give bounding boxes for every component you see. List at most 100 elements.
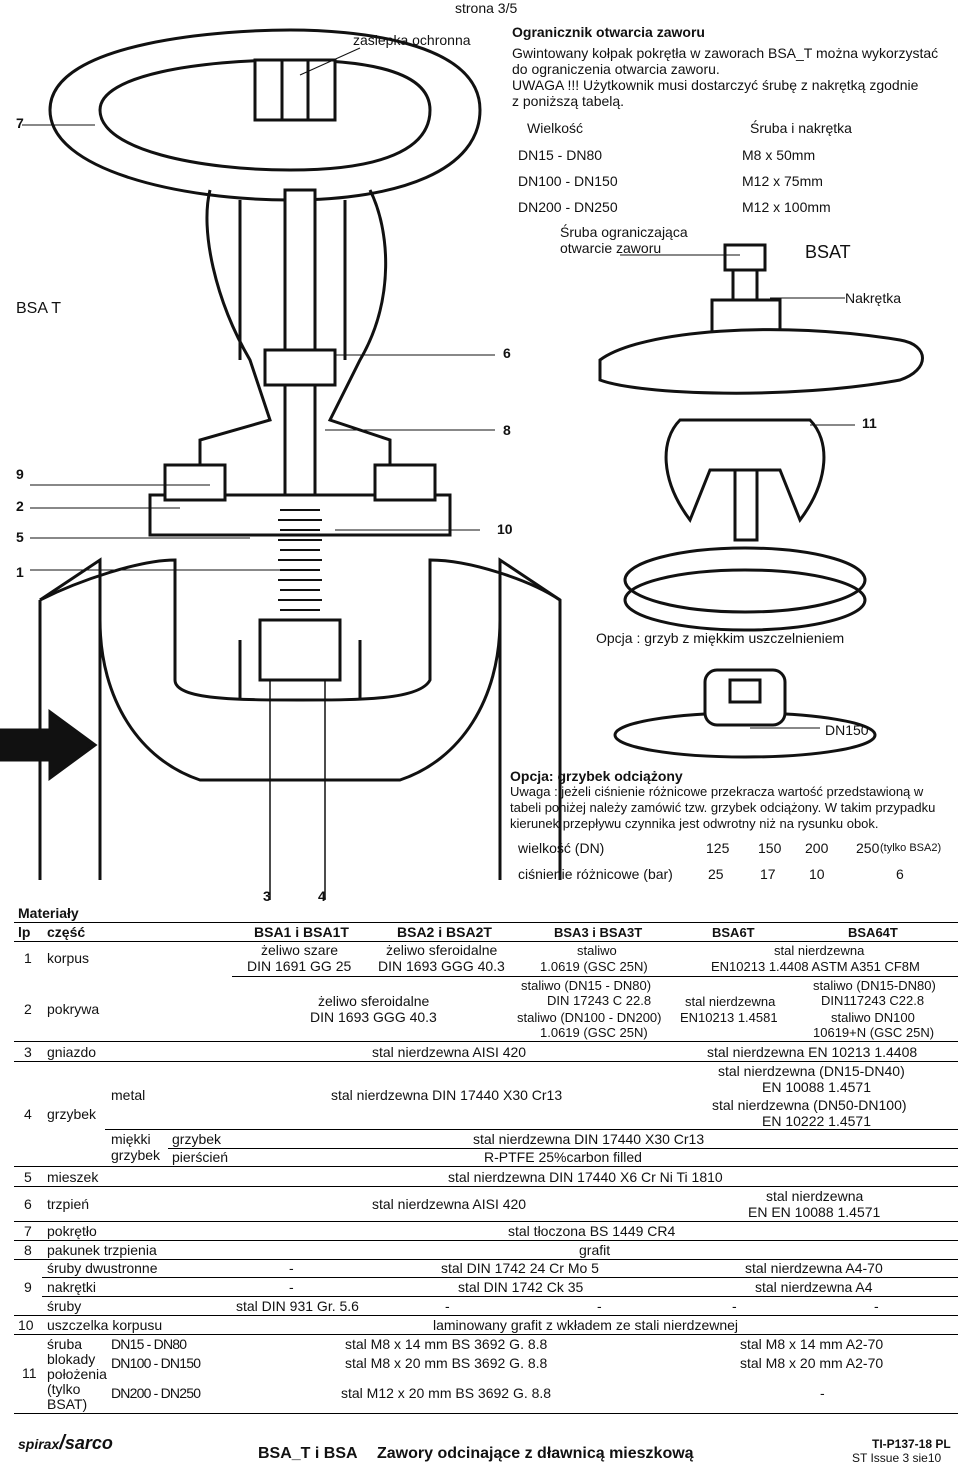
row6-b1: stal nierdzewna <box>766 1188 864 1204</box>
row1-no: 1 <box>24 950 32 966</box>
footer-issue: ST Issue 3 sie10 <box>852 1451 942 1465</box>
valve-cross-section-drawing <box>0 28 924 900</box>
row9b-part: nakrętki <box>47 1279 97 1295</box>
footer-code: BSA_T i BSA <box>258 1445 358 1462</box>
row4-sub1: grzybek <box>172 1131 222 1147</box>
row1-part: korpus <box>47 950 90 966</box>
row2-bsa3-c: staliwo (DN100 - DN200) <box>517 1010 662 1025</box>
balanced-size-label: wielkość (DN) <box>518 840 605 856</box>
row4-metal-val: stal nierdzewna DIN 17440 X30 Cr13 <box>331 1087 563 1103</box>
callout-8: 8 <box>503 422 511 438</box>
row5-val: stal nierdzewna DIN 17440 X6 Cr Ni Ti 18… <box>448 1169 723 1185</box>
row2-bsa64-a: staliwo (DN15-DN80) <box>813 978 936 993</box>
row11-size-1: DN15 - DN80 <box>111 1336 187 1352</box>
rule <box>14 1186 958 1187</box>
dn150-label: DN150 <box>825 722 869 738</box>
row7-val: stal tłoczona BS 1449 CR4 <box>508 1223 676 1239</box>
row3-part: gniazdo <box>47 1044 97 1060</box>
row4-no: 4 <box>24 1106 32 1122</box>
row9c-part: śruby <box>47 1298 82 1314</box>
limiter-size-2: DN100 - DN150 <box>518 173 618 189</box>
row2-bsa64-b: DIN117243 C22.8 <box>821 993 925 1008</box>
row1-bsa2-a: żeliwo sferoidalne <box>386 942 498 958</box>
col-bsa1: BSA1 i BSA1T <box>254 924 349 940</box>
row11-val-2: stal M8 x 20 mm BS 3692 G. 8.8 <box>345 1355 548 1371</box>
callout-5: 5 <box>16 529 24 545</box>
row4-sub2: pierścień <box>172 1149 229 1165</box>
soft-seal-option: Opcja : grzyb z miękkim uszczelnieniem <box>596 630 845 646</box>
row11-val-1b: stal M8 x 14 mm A2-70 <box>740 1336 884 1352</box>
logo-text-1: spirax <box>18 1436 60 1452</box>
row10-part: uszczelka korpusu <box>47 1317 163 1333</box>
row4-sub2-val: R-PTFE 25%carbon filled <box>484 1149 642 1165</box>
row2-bsa6-a: stal nierdzewna <box>685 994 776 1009</box>
col-bsa64: BSA64T <box>848 925 898 940</box>
row11-val-3b: - <box>820 1385 825 1401</box>
row9c-4: - <box>732 1298 737 1314</box>
table-bottom-rule <box>14 1413 958 1414</box>
limiter-screw-1: M8 x 50mm <box>742 147 816 163</box>
row4-bsa64-b: EN 10088 1.4571 <box>762 1079 871 1095</box>
row9a-part: śruby dwustronne <box>47 1260 158 1276</box>
rule <box>14 1221 958 1222</box>
balanced-size-note: (tylko BSA2) <box>880 842 942 854</box>
limiter-screw-3: M12 x 100mm <box>742 199 831 215</box>
limiter-size-1: DN15 - DN80 <box>518 147 603 163</box>
row9b-1: - <box>289 1279 294 1295</box>
rule <box>42 1296 958 1297</box>
row1-bsa64-a: stal nierdzewna <box>774 943 865 958</box>
limiter-screw-label-1: Śruba ograniczająca <box>560 224 688 240</box>
row1-bsa1-b: DIN 1691 GG 25 <box>247 958 352 974</box>
logo: spirax/sarco <box>18 1432 113 1455</box>
row7-part: pokrętło <box>47 1223 97 1239</box>
row8-no: 8 <box>24 1242 32 1258</box>
row11-no: 11 <box>22 1365 37 1381</box>
limiter-text-4: z poniższą tabelą. <box>512 93 625 109</box>
row11-part-5: BSAT) <box>47 1396 88 1412</box>
balanced-dp-1: 25 <box>708 866 724 882</box>
row10-val: laminowany grafit z wkładem ze stali nie… <box>433 1317 739 1333</box>
balanced-dp-label: ciśnienie różnicowe (bar) <box>518 866 673 882</box>
row4-bsa64-a: stal nierdzewna (DN15-DN40) <box>718 1063 905 1079</box>
row11-size-3: DN200 - DN250 <box>111 1385 201 1401</box>
row11-part-1: śruba <box>47 1336 83 1352</box>
row9b-3: stal nierdzewna A4 <box>755 1279 873 1295</box>
row8-val: grafit <box>579 1242 611 1258</box>
row4-bsa64-d: EN 10222 1.4571 <box>762 1113 871 1129</box>
row9c-1: stal DIN 931 Gr. 5.6 <box>236 1298 359 1314</box>
callout-1: 1 <box>16 564 24 580</box>
logo-slash: / <box>59 1432 65 1454</box>
limiter-col-size: Wielkość <box>527 120 584 136</box>
rule <box>105 1129 958 1130</box>
limiter-title: Ogranicznik otwarcia zaworu <box>512 24 705 40</box>
rule <box>14 1061 958 1062</box>
row3-no: 3 <box>24 1044 32 1060</box>
row9c-5: - <box>874 1298 879 1314</box>
rule <box>14 1259 958 1260</box>
row2-no: 2 <box>24 1001 32 1017</box>
row4-soft-b: grzybek <box>111 1147 161 1163</box>
balanced-size-3: 200 <box>805 840 829 856</box>
footer-title: Zawory odcinające z dławnicą mieszkową <box>377 1445 694 1462</box>
row9-no: 9 <box>24 1279 32 1295</box>
materials-title: Materiały <box>18 905 79 921</box>
row5-no: 5 <box>24 1169 32 1185</box>
col-bsa6: BSA6T <box>712 925 755 940</box>
row2-bsa6-b: EN10213 1.4581 <box>680 1010 778 1025</box>
balanced-text-3: kierunek przepływu czynnika jest odwrotn… <box>510 816 879 831</box>
rule <box>14 1041 958 1042</box>
callout-bsat-left: BSA T <box>16 300 62 317</box>
logo-text-2: sarco <box>64 1433 113 1453</box>
row6-b2: EN EN 10088 1.4571 <box>748 1204 881 1220</box>
row11-val-1: stal M8 x 14 mm BS 3692 G. 8.8 <box>345 1336 548 1352</box>
balanced-size-2: 150 <box>758 840 782 856</box>
balanced-dp-4: 6 <box>896 866 904 882</box>
row1-bsa3-a: staliwo <box>577 943 617 958</box>
limiter-screw-2: M12 x 75mm <box>742 173 823 189</box>
col-bsa3: BSA3 i BSA3T <box>554 925 643 940</box>
balanced-size-1: 125 <box>706 840 730 856</box>
table-header-rule <box>14 941 958 942</box>
nut-label: Nakrętka <box>845 290 902 306</box>
callout-11: 11 <box>862 415 877 431</box>
row1-bsa64-b: EN10213 1.4408 ASTM A351 CF8M <box>711 959 920 974</box>
